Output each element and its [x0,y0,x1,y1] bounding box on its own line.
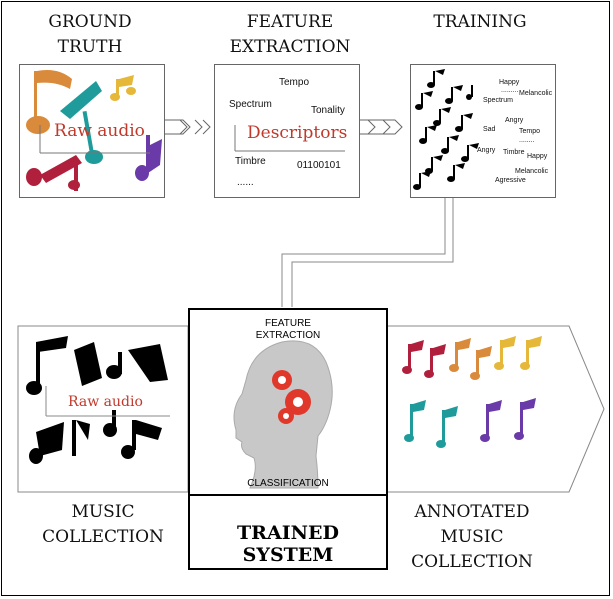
small-note-icon [413,171,431,190]
yellow-note-icon [110,75,136,101]
colored-note-icon [494,336,516,370]
melancolic-label: Melancolic [519,90,553,97]
training-box: Happy Melancolic Spectrum ......... Angr… [410,64,556,198]
tonality-label: Tonality [311,105,345,116]
melancolic-label-2: Melancolic [515,168,549,175]
small-note-icon [433,107,451,126]
timbre-label-training: Timbre [503,149,525,156]
ground-truth-box: Raw audio [19,64,165,198]
small-note-icon [419,125,437,144]
angry-label: Angry [505,117,524,124]
happy-label-2: Happy [527,153,548,160]
training-title: TRAINING [433,12,527,32]
small-note-icon [466,85,473,100]
crimson-note-icon [26,155,82,191]
colored-note-icon [424,344,446,378]
colored-note-icon [404,400,426,442]
head-gears-illustration [233,340,333,489]
colored-note-icon [514,398,536,440]
big-note-icon [29,422,64,464]
small-note-icon [461,143,479,162]
descriptors-label: Descriptors [247,123,348,143]
raw-audio-label: Raw audio [54,121,145,141]
small-note-icon [415,91,433,110]
arrow-feature-to-training [359,119,403,135]
ground-truth-notes [26,70,162,191]
spectrum-label-training: Spectrum [483,97,513,104]
training-to-system-connector [281,198,454,307]
panel-divider [190,494,386,496]
big-note-icon [72,420,90,456]
small-note-icon [447,163,465,182]
dots-label-2: ........ [519,137,535,144]
orange-note-icon [26,70,72,134]
big-note-icon [103,410,117,437]
raw-audio-label-collection: Raw audio [68,394,143,410]
small-note-icon [445,85,463,104]
big-note-icon [128,344,168,382]
arrow-ground-to-feature [165,119,211,135]
feature-extraction-box: Tempo Spectrum Tonality Descriptors Timb… [214,64,360,198]
big-note-icon [26,336,68,395]
feature-axes [234,125,345,152]
big-note-icon [106,352,122,379]
binary-label: 01100101 [297,160,341,171]
dots-label-1: ......... [501,87,519,94]
training-notes [413,69,479,190]
colored-note-icon [480,400,502,442]
spectrum-label: Spectrum [229,99,272,110]
small-note-icon [441,135,459,154]
angry-label-2: Angry [477,147,496,154]
timbre-label: Timbre [235,156,266,167]
agressive-label: Agressive [495,177,526,184]
small-note-icon [427,69,445,88]
colored-note-icon [402,340,424,374]
sad-label: Sad [483,126,496,133]
dots-label: ...... [237,177,254,188]
trained-system-label: TRAINED SYSTEM [237,522,339,566]
big-note-icon [121,420,162,459]
colored-note-icon [436,406,458,448]
extraction-label-center: EXTRACTION [255,330,321,341]
colored-note-icon [470,346,492,380]
tempo-label: Tempo [279,77,310,88]
small-note-icon [455,113,473,132]
feature-label-center: FEATURE [265,318,311,329]
gear-icon [272,370,311,424]
colored-note-icon [520,336,542,370]
big-note-icon [74,342,102,386]
happy-label: Happy [499,79,520,86]
colored-note-icon [449,338,471,372]
black-notes-cluster [413,69,479,190]
tempo-label-training: Tempo [519,128,541,135]
trained-system-panel: FEATURE EXTRACTION CLASSIFICATION TRAINE… [188,308,388,570]
classification-label: CLASSIFICATION [247,478,329,489]
